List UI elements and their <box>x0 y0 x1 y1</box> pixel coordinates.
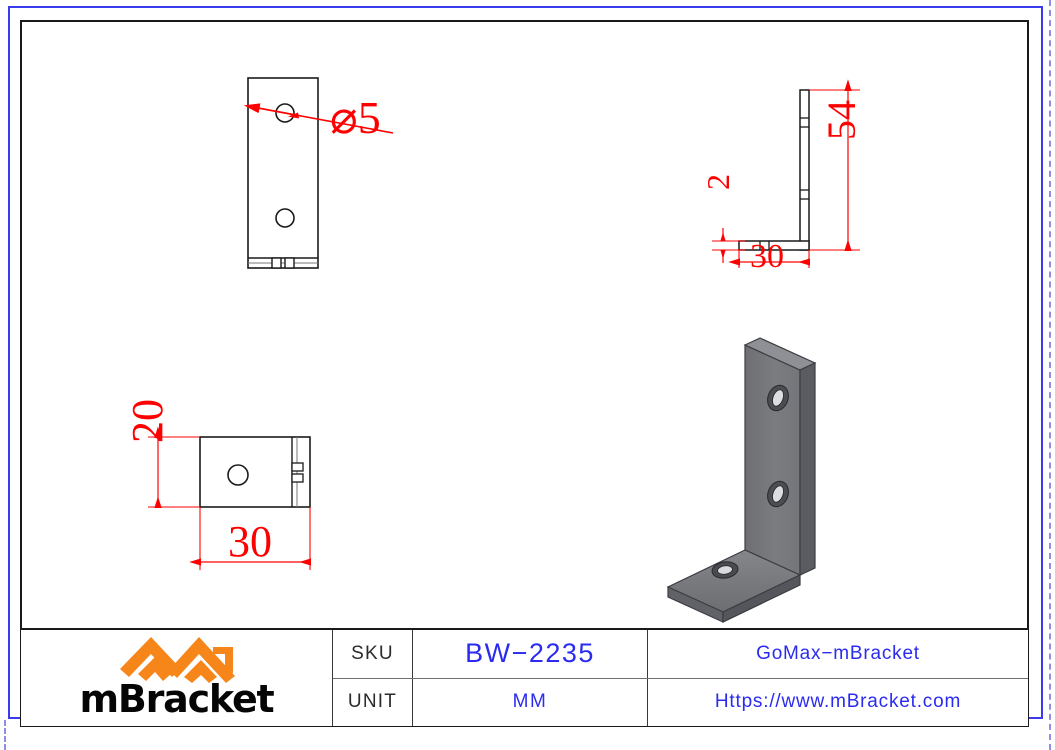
diameter-leader <box>243 103 394 134</box>
diameter-value: 5 <box>357 92 381 143</box>
sku-label: SKU <box>333 630 413 678</box>
diameter-5-label: ⌀5 <box>330 90 381 144</box>
dimension-20 <box>148 426 200 509</box>
title-block: mBracket SKU BW−2235 GoMax−mBracket UNIT… <box>21 628 1028 726</box>
title-block-columns: SKU BW−2235 GoMax−mBracket UNIT MM Https… <box>333 630 1028 726</box>
title-block-row-sku: SKU BW−2235 GoMax−mBracket <box>333 630 1028 679</box>
mountain-roof-icon <box>119 637 235 683</box>
drawing-frame <box>20 20 1029 727</box>
unit-value: MM <box>413 678 648 726</box>
front-view-geometry <box>247 77 319 269</box>
website-url[interactable]: Https://www.mBracket.com <box>714 691 962 713</box>
dimension-30-bottom-label: 30 <box>228 517 272 566</box>
page-edge-marker-right <box>1049 0 1051 750</box>
title-block-row-unit: UNIT MM Https://www.mBracket.com <box>333 678 1028 726</box>
diameter-symbol: ⌀ <box>330 92 358 143</box>
page-edge-marker-left <box>4 720 6 750</box>
dimension-2-thickness <box>712 228 745 263</box>
dimension-30-side-label: 30 <box>750 238 784 275</box>
isometric-model <box>666 337 817 623</box>
dimension-54 <box>809 79 860 252</box>
dimension-30-side <box>728 250 811 268</box>
dimension-2-label: 2 <box>700 174 736 190</box>
brand-name: GoMax−mBracket <box>756 642 920 664</box>
dimension-20-label: 20 <box>123 399 172 443</box>
logo-text: mBracket <box>79 677 274 721</box>
company-logo[interactable]: mBracket <box>21 630 333 726</box>
side-view-geometry <box>738 89 810 251</box>
dimension-54-label: 54 <box>819 100 864 140</box>
logo-wrap: mBracket <box>77 635 277 719</box>
unit-label: UNIT <box>333 678 413 726</box>
dimension-30-bottom <box>189 507 312 570</box>
sku-value: BW−2235 <box>413 630 648 678</box>
bottom-view-geometry <box>199 436 311 508</box>
